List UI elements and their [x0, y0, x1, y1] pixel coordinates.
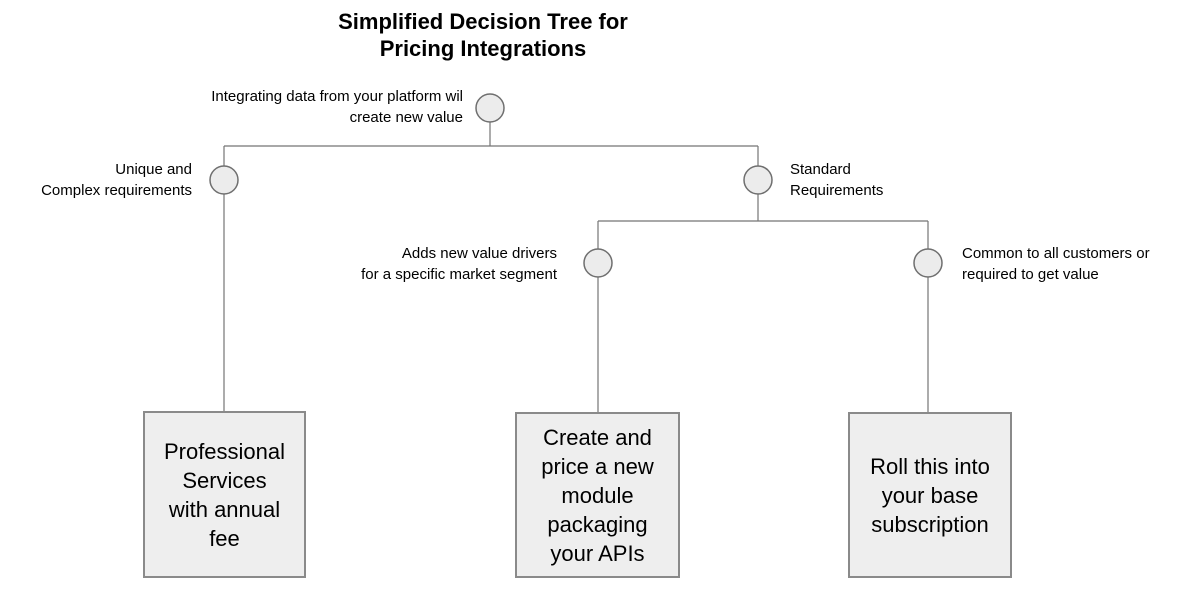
root-node-label: Integrating data from your platform wil …	[211, 88, 463, 126]
value-drivers-node-circle	[583, 248, 613, 278]
outcome-box-new-module: Create and price a new module packaging …	[515, 412, 680, 578]
unique-complex-node-circle	[209, 165, 239, 195]
standard-node-circle	[743, 165, 773, 195]
branch-label-standard: Standard Requirements	[790, 161, 884, 199]
sub-branch-label-common-customers: Common to all customers or required to g…	[962, 245, 1150, 283]
common-node-circle	[913, 248, 943, 278]
outcome-box-base-subscription: Roll this into your base subscription	[848, 412, 1012, 578]
root-node-circle	[475, 93, 505, 123]
sub-branch-label-value-drivers: Adds new value drivers for a specific ma…	[361, 245, 557, 283]
diagram-title: Simplified Decision Tree for Pricing Int…	[338, 9, 628, 61]
branch-label-unique-complex: Unique and Complex requirements	[41, 161, 192, 199]
outcome-box-professional-services: Professional Services with annual fee	[143, 411, 306, 578]
